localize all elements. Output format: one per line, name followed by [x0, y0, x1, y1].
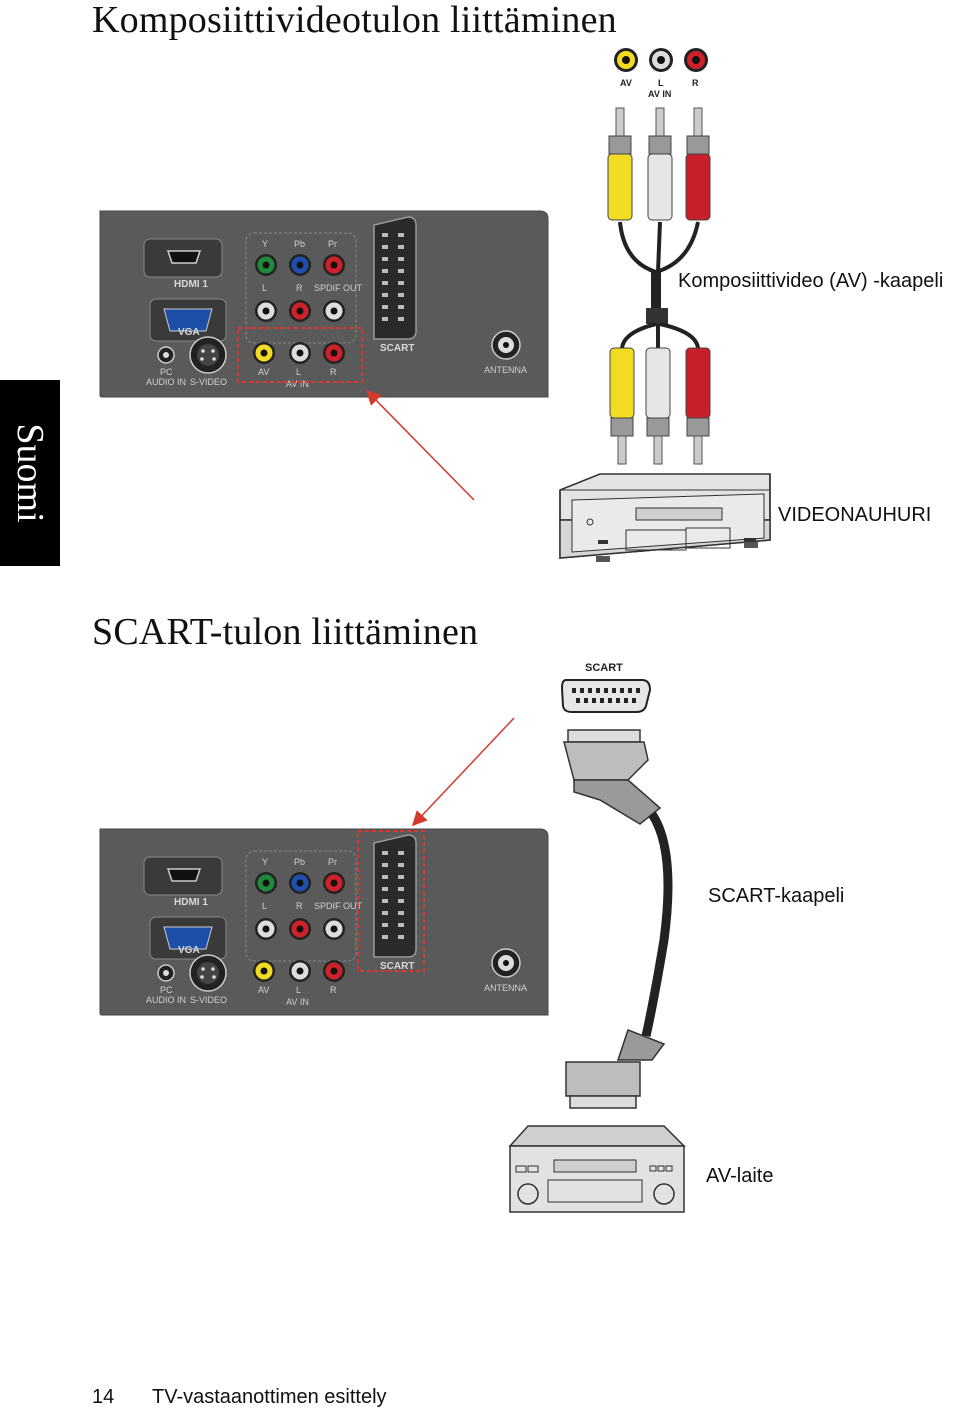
panel1-avl-label: L	[296, 367, 301, 377]
scart-cable	[563, 729, 673, 1109]
panel2-avr-label: R	[330, 985, 337, 995]
panel1-spdif-label: SPDIF OUT	[314, 283, 363, 293]
section2-title: SCART-tulon liittäminen	[92, 611, 479, 653]
panel2-antenna-label: ANTENNA	[484, 983, 527, 993]
scart-cable-label: SCART-kaapeli	[708, 885, 845, 907]
composite-cable	[607, 107, 711, 465]
top-r-label: R	[692, 78, 699, 88]
panel2-avl-label: L	[296, 985, 301, 995]
panel1-antenna-label: ANTENNA	[484, 365, 527, 375]
av-in-jacks-top: AV L R AV IN	[614, 48, 708, 99]
panel2-vga-label: VGA	[178, 945, 200, 956]
panel1-vga-label: VGA	[178, 327, 200, 338]
tv-rear-panel-scart: HDMI 1 VGA Y Pb Pr L R SPDIF OUT SCART P…	[99, 828, 549, 1016]
panel2-av-in-label: AV IN	[286, 997, 309, 1007]
panel1-pr-label: Pr	[328, 239, 337, 249]
panel1-svideo-label: S-VIDEO	[190, 377, 227, 387]
panel1-av-label: AV	[258, 367, 269, 377]
av-in-highlight	[237, 327, 363, 383]
panel1-scart-label: SCART	[380, 343, 414, 354]
panel2-spdif-label: SPDIF OUT	[314, 901, 363, 911]
arrow-to-scart	[411, 717, 515, 827]
panel2-l-label: L	[262, 901, 267, 911]
vcr-illustration	[559, 473, 771, 562]
panel2-y-label: Y	[262, 857, 268, 867]
av-device-illustration	[508, 1125, 686, 1213]
panel1-y-label: Y	[262, 239, 268, 249]
panel2-pb-label: Pb	[294, 857, 305, 867]
language-tab: Suomi	[0, 380, 60, 566]
panel2-scart-label: SCART	[380, 961, 414, 972]
panel1-hdmi-label: HDMI 1	[174, 279, 208, 290]
tv-rear-panel-composite: HDMI 1 VGA Y Pb Pr L R SPDIF OUT SCART P…	[99, 210, 549, 398]
top-av-in-label: AV IN	[648, 89, 671, 99]
panel2-pr-label: Pr	[328, 857, 337, 867]
panel1-avr-label: R	[330, 367, 337, 377]
section1-title: Komposiittivideotulon liittäminen	[92, 0, 617, 41]
scart-socket-top	[560, 679, 652, 713]
panel2-pc-label: PC	[160, 985, 173, 995]
panel1-audio-in-label: AUDIO IN	[146, 377, 186, 387]
panel2-av-label: AV	[258, 985, 269, 995]
footer-title: TV-vastaanottimen esittely	[152, 1386, 387, 1408]
panel2-svideo-label: S-VIDEO	[190, 995, 227, 1005]
panel1-pc-label: PC	[160, 367, 173, 377]
top-l-label: L	[658, 78, 664, 88]
page-number: 14	[92, 1386, 115, 1408]
panel2-r-label: R	[296, 901, 303, 911]
panel2-audio-in-label: AUDIO IN	[146, 995, 186, 1005]
panel1-l-label: L	[262, 283, 267, 293]
av-device-label: AV-laite	[706, 1165, 774, 1187]
vcr-label: VIDEONAUHURI	[778, 504, 932, 526]
arrow-to-av-in	[365, 389, 475, 501]
top-av-label: AV	[620, 78, 632, 88]
scart-highlight	[357, 830, 425, 972]
composite-cable-label: Komposiittivideo (AV) -kaapeli	[678, 270, 944, 292]
panel2-hdmi-label: HDMI 1	[174, 897, 208, 908]
scart-connector-label: SCART	[585, 662, 623, 674]
panel1-pb-label: Pb	[294, 239, 305, 249]
panel1-av-in-label: AV IN	[286, 379, 309, 389]
panel1-r-label: R	[296, 283, 303, 293]
